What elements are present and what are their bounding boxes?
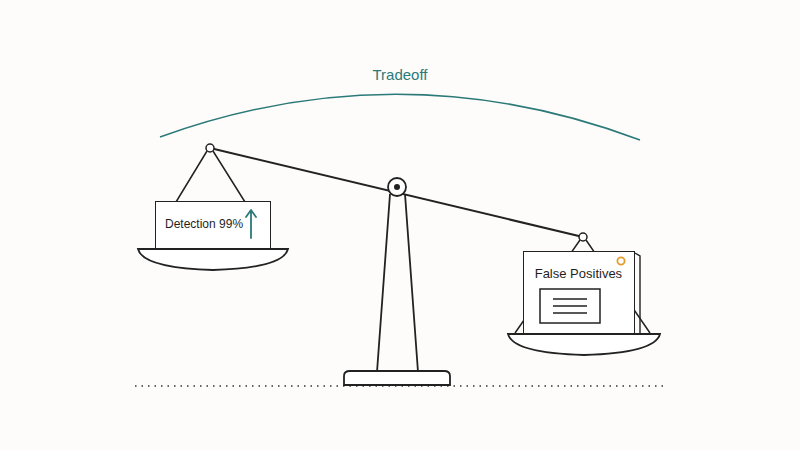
left-hook xyxy=(206,144,214,152)
node-label: Detection 99% xyxy=(165,217,243,231)
stand-post xyxy=(377,194,418,372)
right-pan xyxy=(508,334,660,355)
pivot-dot xyxy=(394,184,400,190)
node-label: False Positives xyxy=(535,266,622,281)
up-arrow xyxy=(246,210,256,238)
paper-stack xyxy=(635,253,640,335)
pivot xyxy=(388,178,406,196)
document-lines xyxy=(553,299,587,313)
left-pan xyxy=(138,249,288,270)
left-strings xyxy=(176,151,245,202)
right-hook xyxy=(579,233,587,241)
tradeoff-arc xyxy=(160,94,640,140)
right-strings xyxy=(515,240,650,333)
document-box: False Positives xyxy=(523,251,635,334)
metric-card: Detection 99% xyxy=(155,201,271,249)
alert-dot xyxy=(617,257,624,264)
stand-base xyxy=(344,371,450,385)
document-icon xyxy=(540,289,600,323)
diagram-title: Tradeoff xyxy=(0,66,800,83)
